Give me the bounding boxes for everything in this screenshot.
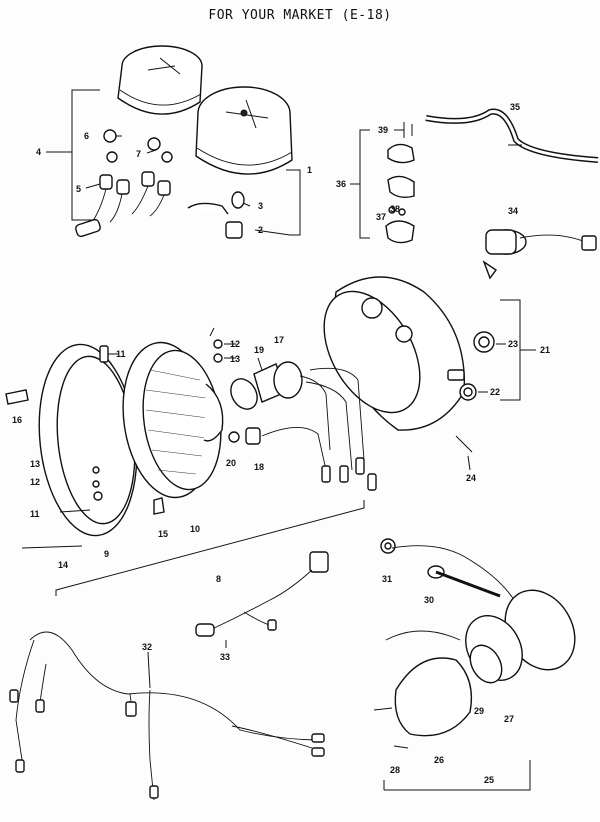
callout-16: 16: [12, 415, 22, 425]
sealed-beam-unit: [122, 341, 224, 499]
callout-9: 9: [104, 549, 109, 559]
sub-harness: [195, 551, 329, 648]
callout-12-left: 12: [30, 477, 40, 487]
callout-24: 24: [466, 473, 476, 483]
callout-1: 1: [307, 165, 312, 175]
leader-8: [55, 500, 365, 596]
callout-39: 39: [378, 125, 388, 135]
callout-29: 29: [474, 706, 484, 716]
callout-27: 27: [504, 714, 514, 724]
bulb-and-socket: [228, 357, 377, 491]
callout-7: 7: [136, 149, 141, 159]
callout-11-bottom: 11: [30, 509, 40, 519]
callout-30: 30: [424, 595, 434, 605]
callout-5: 5: [76, 184, 81, 194]
wire-harness: [9, 631, 325, 801]
callout-31: 31: [382, 574, 392, 584]
callout-11-top: 11: [116, 349, 126, 359]
callout-26: 26: [434, 755, 444, 765]
callout-28: 28: [390, 765, 400, 775]
callout-25: 25: [484, 775, 494, 785]
callout-12-top: 12: [230, 339, 240, 349]
callout-32: 32: [142, 642, 152, 652]
callout-17: 17: [274, 335, 284, 345]
callout-36: 36: [336, 179, 346, 189]
ignition-switch: [482, 229, 597, 280]
switch-assembly: [350, 122, 415, 244]
callout-19: 19: [254, 345, 264, 355]
headlight-rim: [38, 343, 165, 537]
callout-34: 34: [508, 206, 518, 216]
callout-22: 22: [490, 387, 500, 397]
callout-14: 14: [58, 560, 68, 570]
meter-assembly: [75, 45, 293, 239]
callout-37: 37: [376, 212, 386, 222]
callout-10: 10: [190, 524, 200, 534]
headlight-case: [323, 276, 536, 471]
callout-38: 38: [390, 204, 400, 214]
callout-33: 33: [220, 652, 230, 662]
callout-6: 6: [84, 131, 89, 141]
callout-4: 4: [36, 147, 41, 157]
turn-signal-assembly: [373, 538, 576, 791]
callout-8: 8: [216, 574, 221, 584]
callout-13-left: 13: [30, 459, 40, 469]
callout-15: 15: [158, 529, 168, 539]
callout-23: 23: [508, 339, 518, 349]
shaft-14: [21, 545, 83, 549]
page-title: FOR YOUR MARKET (E-18): [208, 8, 392, 23]
callout-13-top: 13: [230, 354, 240, 364]
callout-labels: 1 2 3 4 5 6 7 8 9 10 11 11 12 12 13 13 1…: [12, 102, 550, 785]
callout-18: 18: [254, 462, 264, 472]
callout-2: 2: [258, 225, 263, 235]
handlebar: [425, 108, 599, 163]
meter-leaders: [46, 89, 301, 236]
callout-20: 20: [226, 458, 236, 468]
fasteners: [5, 327, 236, 405]
callout-3: 3: [258, 201, 263, 211]
callout-35: 35: [510, 102, 520, 112]
callout-21: 21: [540, 345, 550, 355]
